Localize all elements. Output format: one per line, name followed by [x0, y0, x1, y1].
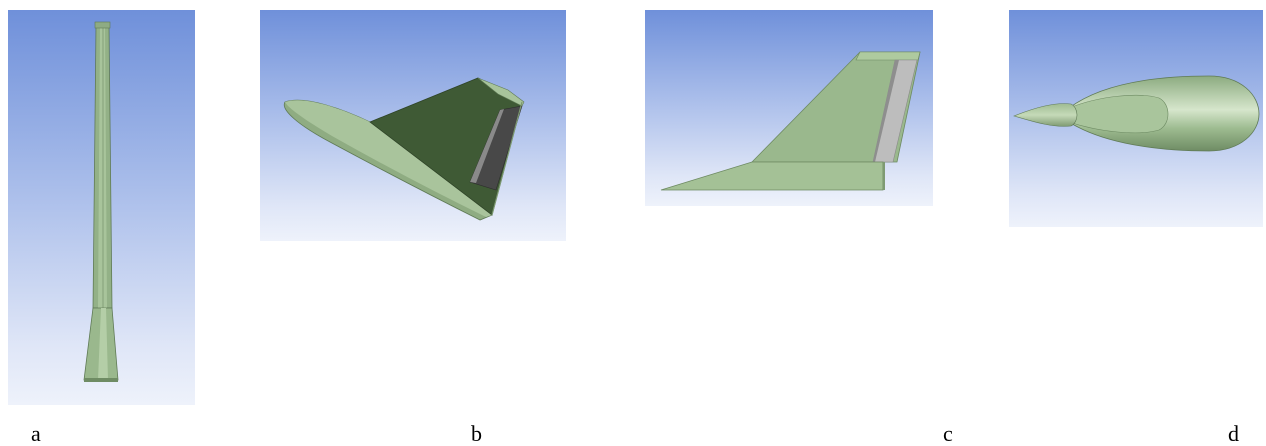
panel-c-viewport [645, 10, 933, 206]
panel-d-model [1013, 75, 1260, 152]
panel-b-model [283, 77, 525, 221]
panel-a-viewport [8, 10, 195, 405]
panel-c-caption: c [943, 421, 953, 446]
panel-b-caption: b [471, 421, 482, 446]
panel-d-caption: d [1228, 421, 1239, 446]
panel-a-caption: a [31, 421, 41, 446]
panel-d-viewport [1009, 10, 1263, 227]
panel-b-viewport [260, 10, 566, 241]
panel-a-model [83, 21, 119, 382]
panel-c-model [660, 51, 921, 191]
